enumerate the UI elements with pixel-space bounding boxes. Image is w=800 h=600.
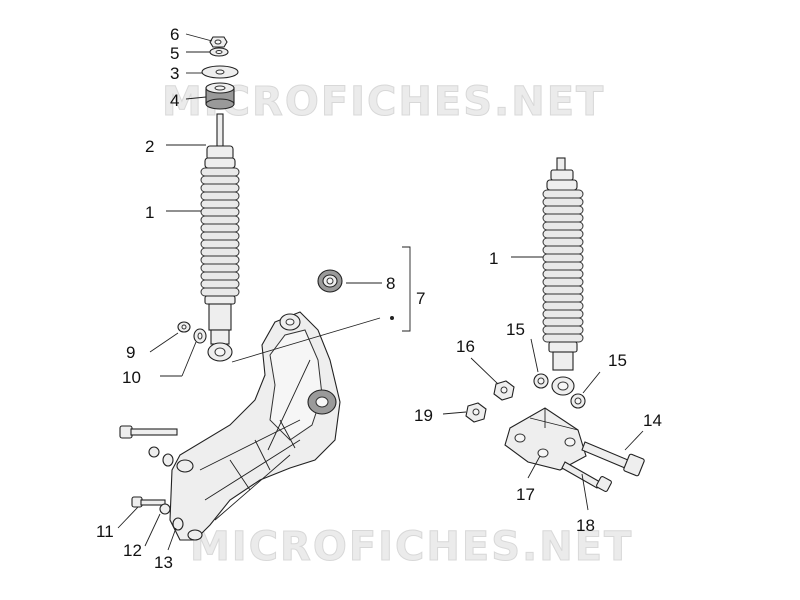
leader-lines <box>117 33 644 551</box>
right-shock-absorber <box>542 157 584 396</box>
swingarm-bracket <box>169 311 341 541</box>
callout-6: 6 <box>170 25 179 44</box>
callout-11: 11 <box>96 522 114 541</box>
callout-3: 3 <box>170 64 179 83</box>
callout-8: 8 <box>386 274 395 293</box>
nut-part-16 <box>493 380 515 401</box>
watermark-bottom: MICROFICHES.NET <box>190 524 633 570</box>
callout-2: 2 <box>145 137 154 156</box>
callout-numbers: 6 5 3 4 2 1 8 7 9 10 11 12 13 1 15 16 15… <box>96 25 662 572</box>
callout-14: 14 <box>643 411 662 430</box>
bush-part-4 <box>205 82 235 110</box>
washer-part-12 <box>148 446 171 515</box>
bolt-part-18 <box>561 461 612 492</box>
washer-part-13 <box>162 453 184 531</box>
watermark-top: MICROFICHES.NET <box>162 79 605 125</box>
left-spring <box>200 167 240 297</box>
washer-part-3 <box>201 65 239 79</box>
callout-5: 5 <box>170 44 179 63</box>
callout-1-left: 1 <box>145 203 154 222</box>
callout-7: 7 <box>416 289 425 308</box>
bearing-part-8 <box>317 269 343 293</box>
callout-1-right: 1 <box>489 249 498 268</box>
right-spring <box>542 189 584 343</box>
callout-18: 18 <box>576 516 595 535</box>
callout-19: 19 <box>414 406 433 425</box>
callout-9: 9 <box>126 343 135 362</box>
left-shock-absorber <box>200 36 240 362</box>
callout-13: 13 <box>154 553 173 572</box>
washer-part-5 <box>209 47 229 57</box>
washer-part-9 <box>177 321 191 333</box>
washer-part-10 <box>193 328 207 344</box>
callout-15-right: 15 <box>608 351 627 370</box>
callout-12: 12 <box>123 541 142 560</box>
bolt-part-14 <box>581 441 645 477</box>
callout-4: 4 <box>170 91 179 110</box>
bracket-part-17 <box>504 407 587 471</box>
callout-17: 17 <box>516 485 535 504</box>
nut-part-6 <box>209 36 228 48</box>
callout-10: 10 <box>122 368 141 387</box>
nut-part-19 <box>465 402 487 423</box>
bush-part-15 <box>533 373 586 409</box>
callout-15-left: 15 <box>506 320 525 339</box>
shock-rod <box>216 113 224 147</box>
bolt-part-11 <box>119 425 178 508</box>
callout-16: 16 <box>456 337 475 356</box>
